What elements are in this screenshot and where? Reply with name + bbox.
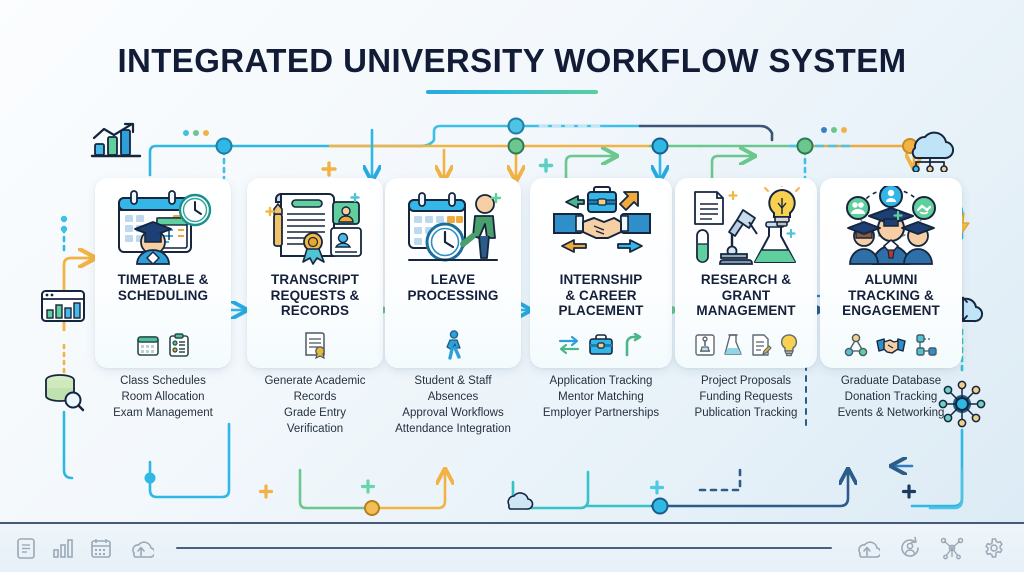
- document-pen-icon: [751, 334, 772, 356]
- cloud-network-icon: [900, 124, 958, 177]
- curved-arrow-icon: [625, 333, 642, 357]
- document-certificate-idcard-icon: [247, 178, 383, 270]
- card-mini-icons: [843, 330, 939, 360]
- node-link-icon: [916, 334, 937, 356]
- sparkle-decorations: [258, 158, 917, 499]
- card-mini-icons: [557, 330, 645, 360]
- bottom-toolbar: [0, 522, 1024, 572]
- card-mini-icons: [694, 330, 799, 360]
- toolbar-divider: [176, 547, 832, 549]
- lightbulb-icon: [780, 334, 797, 357]
- card-title: LEAVE PROCESSING: [407, 272, 499, 303]
- user-sync-icon[interactable]: [898, 536, 922, 560]
- microscope-flask-bulb-icon: [675, 178, 817, 270]
- card-title: ALUMNI TRACKING & ENGAGEMENT: [842, 272, 940, 319]
- workflow-card-leave-processing[interactable]: LEAVE PROCESSING Student & Staff Absence…: [385, 178, 521, 435]
- handshake-icon: [876, 338, 906, 354]
- network-nodes-icon: [844, 333, 868, 357]
- handshake-briefcase-arrows-icon: [530, 178, 672, 270]
- share-network-icon[interactable]: [940, 536, 964, 560]
- certificate-document-icon: [305, 332, 325, 359]
- card-items: Student & Staff Absences Approval Workfl…: [395, 375, 511, 435]
- card-mini-icons: [302, 330, 328, 360]
- calendar-clock-graduate-icon: [95, 178, 231, 270]
- workflow-card-timetable-scheduling[interactable]: TIMETABLE & SCHEDULING Class Schedules R…: [95, 178, 231, 419]
- dashboard-analytics-icon: [40, 288, 86, 329]
- connector-nodes: [144, 117, 971, 516]
- card-items: Application Tracking Mentor Matching Emp…: [542, 375, 660, 419]
- document-icon[interactable]: [16, 537, 36, 559]
- exchange-arrows-icon: [558, 335, 580, 355]
- card-items: Graduate Database Donation Tracking Even…: [837, 375, 945, 419]
- clipboard-icon: [168, 333, 189, 357]
- calendar-icon[interactable]: [90, 537, 112, 559]
- bottom-toolbar-left-icons: [0, 537, 154, 559]
- card-title: INTERNSHIP & CAREER PLACEMENT: [558, 272, 644, 319]
- page-title: INTEGRATED UNIVERSITY WORKFLOW SYSTEM: [117, 42, 907, 79]
- card-title: TIMETABLE & SCHEDULING: [117, 272, 209, 303]
- card-items: Class Schedules Room Allocation Exam Man…: [113, 375, 213, 419]
- bar-chart-icon[interactable]: [52, 537, 74, 559]
- header: INTEGRATED UNIVERSITY WORKFLOW SYSTEM: [0, 42, 1024, 94]
- card-mini-icons: [441, 330, 465, 360]
- microscope-icon: [694, 334, 715, 356]
- bottom-toolbar-right-icons: [854, 536, 1024, 560]
- card-items: Project Proposals Funding Requests Publi…: [694, 375, 798, 419]
- walking-person-icon: [446, 330, 461, 360]
- workflow-card-internship-career-placement[interactable]: INTERNSHIP & CAREER PLACEMENT: [530, 178, 672, 419]
- flask-icon: [723, 334, 742, 355]
- network-hub-icon: [934, 376, 990, 437]
- card-title: TRANSCRIPT REQUESTS & RECORDS: [270, 272, 360, 319]
- cloud-icon: [502, 488, 536, 515]
- dot-decorations: [60, 127, 847, 233]
- title-underline: [426, 90, 598, 94]
- cloud-upload-icon[interactable]: [128, 537, 154, 559]
- database-search-icon: [42, 372, 86, 417]
- card-title: RESEARCH & GRANT MANAGEMENT: [696, 272, 796, 319]
- growth-bar-chart-icon: [88, 122, 142, 169]
- calendar-clock-person-icon: [385, 178, 521, 270]
- workflow-card-research-grant-management[interactable]: RESEARCH & GRANT MANAGEMENT: [675, 178, 817, 419]
- card-mini-icons: [136, 330, 191, 360]
- calendar-icon: [136, 336, 159, 356]
- workflow-card-transcript-requests-records[interactable]: TRANSCRIPT REQUESTS & RECORDS Generate A…: [247, 178, 383, 435]
- briefcase-icon: [589, 334, 613, 355]
- gear-icon[interactable]: [982, 536, 1006, 560]
- cloud-upload-icon[interactable]: [854, 537, 880, 559]
- workflow-card-alumni-tracking-engagement[interactable]: ALUMNI TRACKING & ENGAGEMENT: [820, 178, 962, 419]
- card-items: Generate Academic Records Grade Entry Ve…: [264, 375, 366, 435]
- graduates-network-icon: [820, 178, 962, 270]
